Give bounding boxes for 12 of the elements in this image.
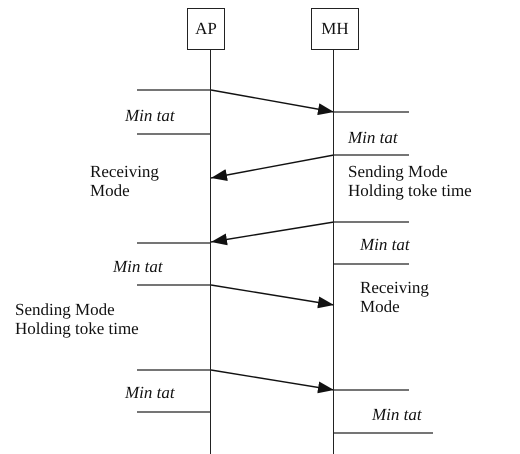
timing-label: Min tat <box>125 383 176 402</box>
mode-label: Receiving Mode <box>360 278 430 316</box>
timing-label: Min tat <box>360 235 411 254</box>
timing-label: Min tat <box>348 128 399 147</box>
timing-label: Min tat <box>113 257 164 276</box>
participant-box: AP <box>187 8 225 50</box>
timing-label: Min tat <box>372 405 423 424</box>
mode-label: Receiving Mode <box>90 162 160 200</box>
timing-label: Min tat <box>125 106 176 125</box>
participant-box: MH <box>311 8 359 50</box>
mode-label: Sending Mode Holding toke time <box>15 300 140 338</box>
mode-label: Sending Mode Holding toke time <box>348 162 473 200</box>
